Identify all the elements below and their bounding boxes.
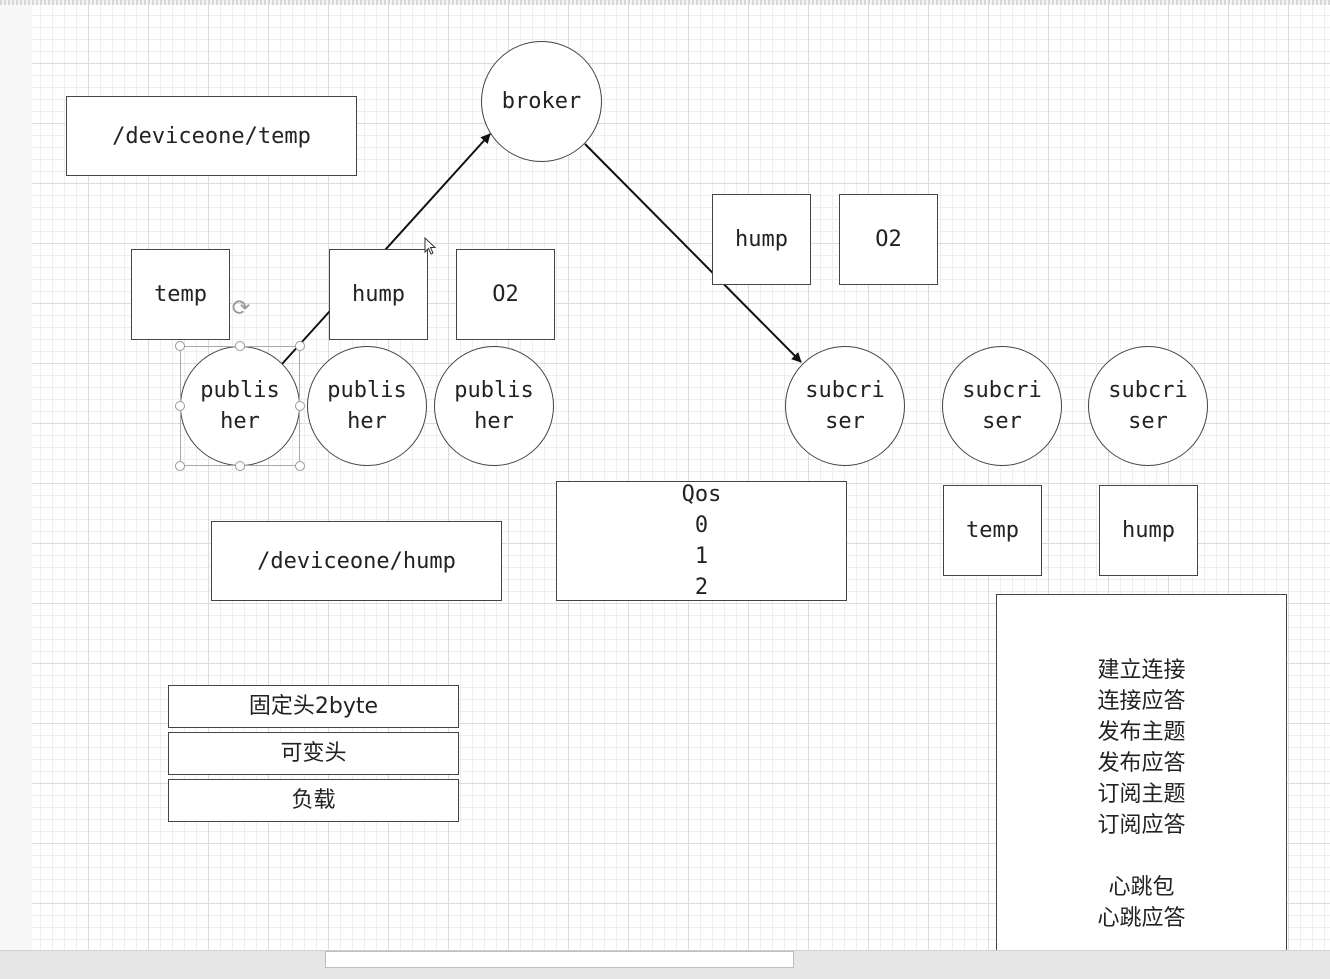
topic-hump-path-box[interactable]: /deviceone/hump (211, 521, 502, 601)
resize-handle-bottom-left[interactable] (175, 461, 185, 471)
packet-variable-header-box[interactable]: 可变头 (168, 732, 459, 775)
topic-hump-path-label: /deviceone/hump (257, 548, 456, 574)
resize-handle-top[interactable] (235, 341, 245, 351)
sub-topic-hump-label: hump (1122, 518, 1175, 543)
sub-topic-hump-box[interactable]: hump (1099, 485, 1198, 576)
resize-handle-left[interactable] (175, 401, 185, 411)
pub-msg-hump-box[interactable]: hump (329, 249, 428, 340)
pub-msg-hump-label: hump (352, 282, 405, 307)
publisher-node-3[interactable]: publis her (434, 346, 554, 466)
sub-msg-hump-label: hump (735, 227, 788, 252)
packet-variable-header-label: 可变头 (280, 741, 347, 766)
left-gutter (0, 5, 32, 950)
rotate-icon[interactable]: ⟳ (231, 296, 251, 321)
publisher-1-label-line-2: her (220, 409, 260, 434)
pub-msg-o2-label: O2 (492, 282, 519, 307)
message-type-puback: 发布应答 (1097, 751, 1186, 776)
sub-msg-hump-box[interactable]: hump (712, 194, 811, 285)
subscriber-2-label-line-2: ser (982, 409, 1022, 434)
pub-msg-temp-label: temp (154, 282, 207, 307)
resize-handle-right[interactable] (295, 401, 305, 411)
sub-msg-o2-label: O2 (875, 227, 902, 252)
subscriber-node-1[interactable]: subcri ser (785, 346, 905, 466)
sub-topic-temp-box[interactable]: temp (943, 485, 1042, 576)
qos-level-0: 0 (694, 513, 709, 538)
publisher-node-2[interactable]: publis her (307, 346, 427, 466)
qos-box[interactable]: Qos 0 1 2 (556, 481, 847, 601)
message-type-suback: 订阅应答 (1097, 813, 1186, 838)
publisher-node-1[interactable]: publis her (180, 346, 300, 466)
publisher-2-label-line-1: publis (327, 378, 407, 403)
sub-msg-o2-box[interactable]: O2 (839, 194, 938, 285)
qos-title: Qos (681, 482, 722, 507)
pub-msg-o2-box[interactable]: O2 (456, 249, 555, 340)
resize-handle-bottom-right[interactable] (295, 461, 305, 471)
scrollbar-thumb[interactable] (325, 951, 794, 968)
message-type-publish: 发布主题 (1097, 720, 1186, 745)
edge-broker-to-subscriber[interactable] (584, 143, 802, 363)
broker-label: broker (501, 89, 582, 114)
resize-handle-top-right[interactable] (295, 341, 305, 351)
message-type-subscribe: 订阅主题 (1097, 782, 1186, 807)
horizontal-scrollbar[interactable] (0, 950, 1330, 979)
broker-node[interactable]: broker (481, 41, 602, 162)
message-type-connect: 建立连接 (1097, 658, 1186, 683)
subscriber-2-label-line-1: subcri (962, 378, 1042, 403)
publisher-1-label-line-1: publis (200, 378, 280, 403)
packet-payload-label: 负载 (291, 788, 336, 813)
message-type-pingreq: 心跳包 (1108, 875, 1175, 900)
topic-temp-path-box[interactable]: /deviceone/temp (66, 96, 357, 176)
sub-topic-temp-label: temp (966, 518, 1019, 543)
subscriber-node-3[interactable]: subcri ser (1088, 346, 1208, 466)
publisher-3-label-line-2: her (474, 409, 514, 434)
message-type-connack: 连接应答 (1097, 689, 1186, 714)
resize-handle-top-left[interactable] (175, 341, 185, 351)
subscriber-node-2[interactable]: subcri ser (942, 346, 1062, 466)
subscriber-1-label-line-1: subcri (805, 378, 885, 403)
message-types-box[interactable]: 建立连接 连接应答 发布主题 发布应答 订阅主题 订阅应答 心跳包 心跳应答 (996, 594, 1287, 950)
mouse-pointer-icon (424, 237, 436, 255)
topic-temp-path-label: /deviceone/temp (112, 123, 311, 149)
message-type-pingresp: 心跳应答 (1097, 906, 1186, 931)
subscriber-3-label-line-1: subcri (1108, 378, 1188, 403)
packet-fixed-header-label: 固定头2byte (248, 694, 379, 719)
qos-level-1: 1 (694, 544, 709, 569)
subscriber-1-label-line-2: ser (825, 409, 865, 434)
packet-fixed-header-box[interactable]: 固定头2byte (168, 685, 459, 728)
pub-msg-temp-box[interactable]: temp (131, 249, 230, 340)
resize-handle-bottom[interactable] (235, 461, 245, 471)
packet-payload-box[interactable]: 负载 (168, 779, 459, 822)
qos-level-2: 2 (694, 575, 709, 600)
publisher-3-label-line-1: publis (454, 378, 534, 403)
publisher-2-label-line-2: her (347, 409, 387, 434)
subscriber-3-label-line-2: ser (1128, 409, 1168, 434)
